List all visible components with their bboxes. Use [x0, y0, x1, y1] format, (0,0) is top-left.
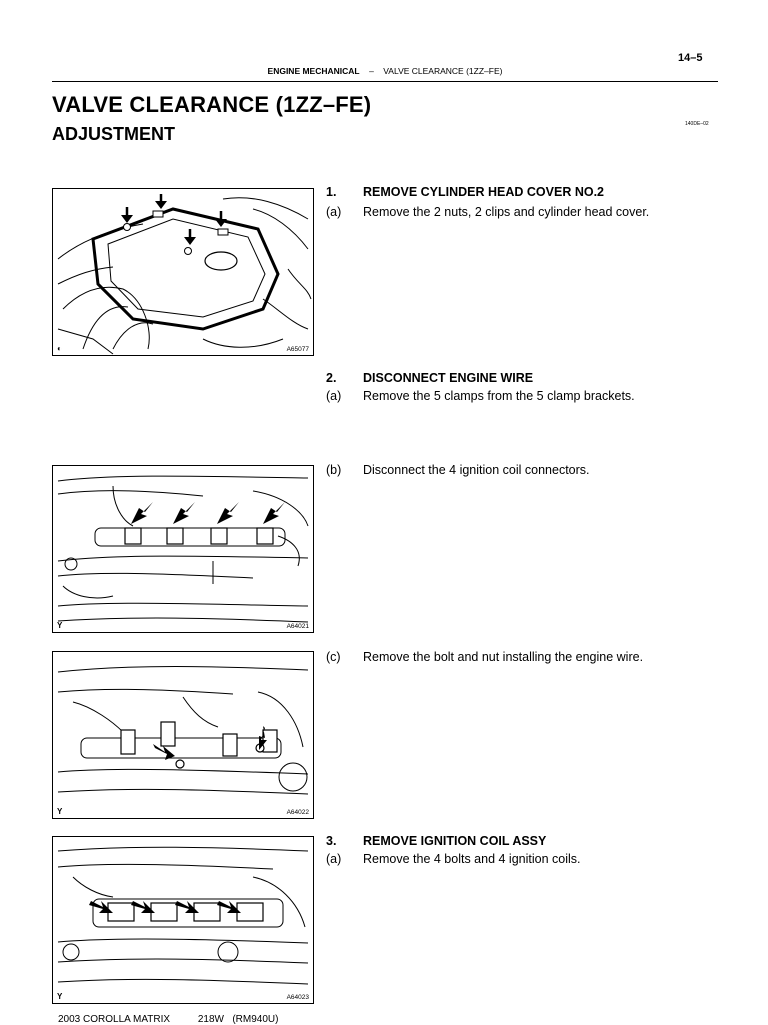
page-subtitle: ADJUSTMENT [52, 124, 176, 144]
item-label: (a) [326, 205, 342, 219]
figure-code: A65077 [286, 346, 309, 353]
running-header: ENGINE MECHANICAL – VALVE CLEARANCE (1ZZ… [52, 66, 718, 76]
figure-mark: Y [57, 621, 63, 630]
item-label: (b) [326, 463, 342, 477]
step-title: REMOVE IGNITION COIL ASSY [363, 834, 547, 848]
step-number: 2. [326, 371, 337, 385]
step-2c: (c) Remove the bolt and nut installing th… [326, 650, 643, 664]
ignition-coils-illustration [57, 846, 309, 985]
step-3-heading: 3. REMOVE IGNITION COIL ASSY [326, 834, 546, 848]
step-2-heading: 2. DISCONNECT ENGINE WIRE [326, 371, 533, 385]
item-label: (a) [326, 389, 342, 403]
item-text: Remove the 5 clamps from the 5 clamp bra… [363, 389, 635, 403]
page-title: VALVE CLEARANCE (1ZZ–FE) [52, 92, 372, 117]
figure-mark: Y [57, 807, 63, 816]
coil-connectors-illustration [57, 475, 309, 623]
figure-head-cover: ◐ A65077 [52, 188, 314, 356]
item-text: Remove the 4 bolts and 4 ignition coils. [363, 852, 581, 866]
item-text: Remove the 2 nuts, 2 clips and cylinder … [363, 205, 650, 219]
header-topic: VALVE CLEARANCE (1ZZ–FE) [383, 66, 503, 76]
header-rule [52, 81, 718, 82]
figure-code: A64021 [286, 623, 309, 630]
figure-mark: ◐ [57, 344, 62, 353]
document-code: 140DE–02 [685, 121, 709, 127]
head-cover-illustration [57, 194, 312, 355]
figure-code: A64023 [286, 994, 309, 1001]
item-label: (a) [326, 852, 342, 866]
figure-coil-connectors: Y A64021 [52, 465, 314, 633]
step-title: REMOVE CYLINDER HEAD COVER NO.2 [363, 185, 605, 199]
figure-code: A64022 [286, 809, 309, 816]
step-title: DISCONNECT ENGINE WIRE [363, 371, 534, 385]
header-section: ENGINE MECHANICAL [267, 66, 360, 76]
item-text: Disconnect the 4 ignition coil connector… [363, 463, 590, 477]
page-number: 14–5 [678, 52, 703, 64]
step-2a: (a) Remove the 5 clamps from the 5 clamp … [326, 389, 635, 403]
step-3a: (a) Remove the 4 bolts and 4 ignition coi… [326, 852, 581, 866]
step-1a: (a) Remove the 2 nuts, 2 clips and cylind… [326, 205, 649, 219]
figure-bolt-nut: Y A64022 [52, 651, 314, 819]
header-separator: – [369, 66, 374, 76]
step-number: 3. [326, 834, 337, 848]
step-number: 1. [326, 185, 337, 199]
item-label: (c) [326, 650, 341, 664]
bolt-nut-illustration [57, 666, 309, 795]
figure-ignition-coils: Y A64023 [52, 836, 314, 1004]
figure-mark: Y [57, 992, 63, 1001]
step-2b: (b) Disconnect the 4 ignition coil connec… [326, 463, 590, 477]
item-text: Remove the bolt and nut installing the e… [363, 650, 644, 664]
step-1-heading: 1. REMOVE CYLINDER HEAD COVER NO.2 [326, 185, 604, 199]
page-footer: 2003 COROLLA MATRIX 218W (RM940U) [58, 1014, 279, 1025]
